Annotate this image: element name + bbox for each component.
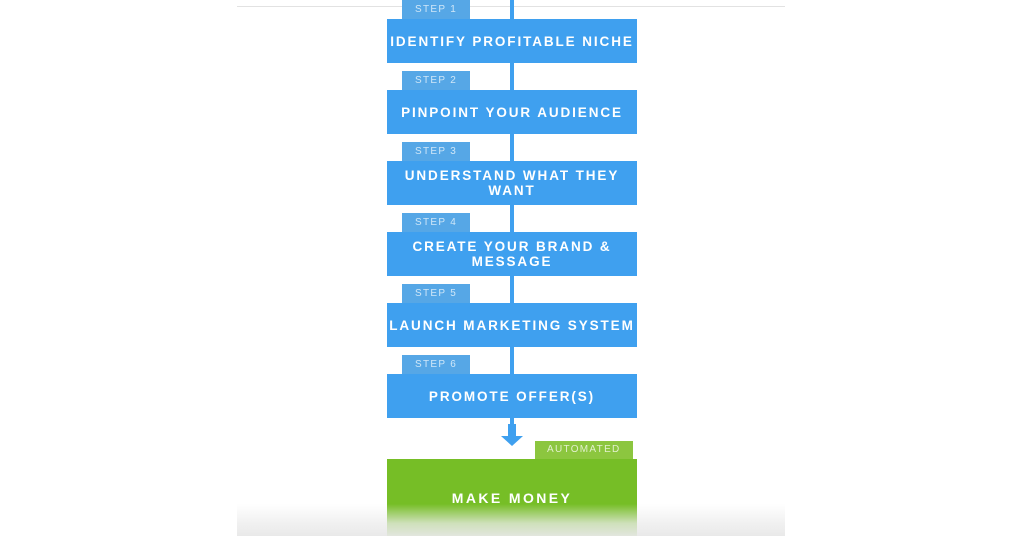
step-1-tab: STEP 1	[402, 0, 471, 19]
step-4-label: CREATE YOUR BRAND & MESSAGE	[387, 232, 637, 276]
flow-diagram: STEP 1 IDENTIFY PROFITABLE NICHE STEP 2 …	[387, 0, 637, 536]
step-4-tab: STEP 4	[402, 213, 471, 232]
arrow-down-icon	[499, 424, 525, 446]
make-money-label: MAKE MONEY	[387, 459, 637, 536]
flow-connector-line	[510, 0, 514, 440]
step-6-tab: STEP 6	[402, 355, 471, 374]
step-3-tab: STEP 3	[402, 142, 471, 161]
step-6-label: PROMOTE OFFER(S)	[387, 374, 637, 418]
step-5-label: LAUNCH MARKETING SYSTEM	[387, 303, 637, 347]
automated-badge: AUTOMATED	[535, 441, 633, 459]
step-2-tab: STEP 2	[402, 71, 471, 90]
step-5-tab: STEP 5	[402, 284, 471, 303]
step-3-label: UNDERSTAND WHAT THEY WANT	[387, 161, 637, 205]
step-1-label: IDENTIFY PROFITABLE NICHE	[387, 19, 637, 63]
step-2-label: PINPOINT YOUR AUDIENCE	[387, 90, 637, 134]
